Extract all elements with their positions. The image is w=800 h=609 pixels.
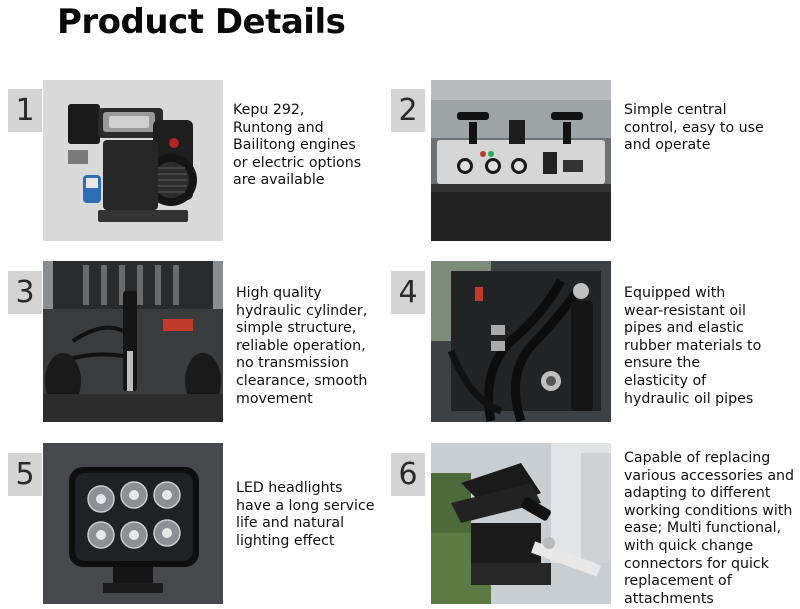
item-number: 4 bbox=[391, 271, 425, 314]
item-description: Capable of replacing various accessories… bbox=[624, 450, 795, 607]
item-description: High quality hydraulic cylinder, simple … bbox=[236, 285, 368, 407]
loader-attachment-photo bbox=[431, 443, 611, 604]
item-number: 6 bbox=[391, 453, 425, 496]
control-panel-photo bbox=[431, 80, 611, 241]
engine-photo bbox=[43, 80, 223, 241]
item-description: Kepu 292, Runtong and Bailitong engines … bbox=[233, 102, 362, 189]
hydraulic-hoses-photo bbox=[431, 261, 611, 422]
hydraulic-cylinder-photo bbox=[43, 261, 223, 422]
led-headlight-photo bbox=[43, 443, 223, 604]
item-description: Equipped with wear-resistant oil pipes a… bbox=[624, 285, 762, 407]
item-number: 2 bbox=[391, 89, 425, 132]
item-number: 5 bbox=[8, 453, 42, 496]
item-number: 1 bbox=[8, 89, 42, 132]
item-description: Simple central control, easy to use and … bbox=[624, 102, 764, 154]
page-title: Product Details bbox=[57, 2, 346, 42]
item-number: 3 bbox=[8, 271, 42, 314]
item-description: LED headlights have a long service life … bbox=[236, 480, 375, 549]
